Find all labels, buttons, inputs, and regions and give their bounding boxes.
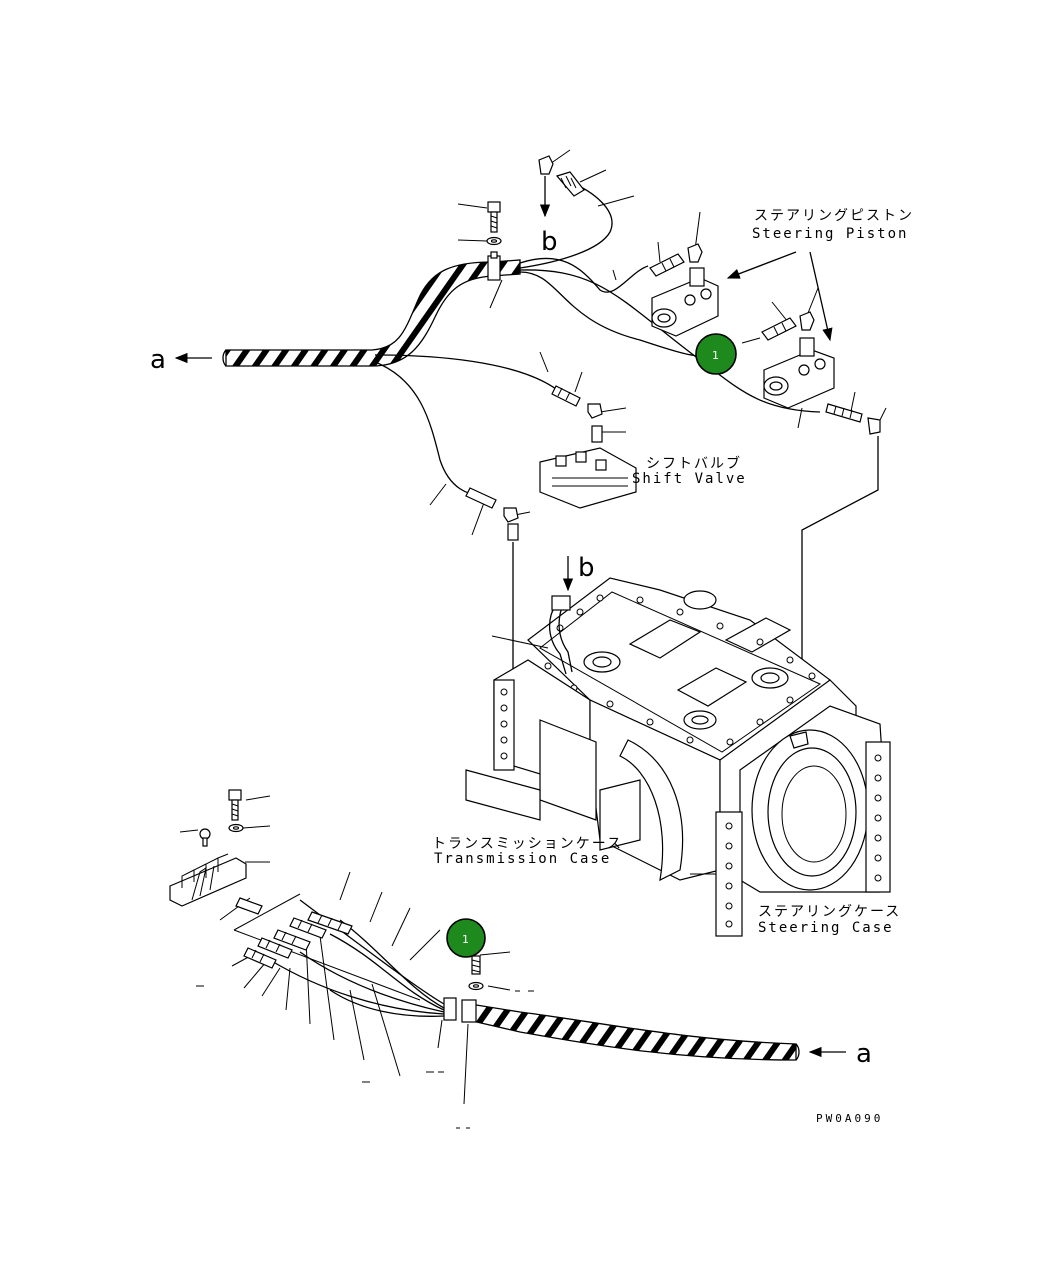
svg-text:1: 1 <box>462 933 469 946</box>
pointer-arrow <box>809 251 833 342</box>
shift-valve-label-en: Shift Valve <box>632 471 747 487</box>
callout-1-lower[interactable]: 1 <box>446 918 486 958</box>
steering-piston-lower-icon <box>763 337 835 409</box>
adapter-icon <box>507 523 519 541</box>
hose-fitting-icon <box>243 947 277 969</box>
washer-icon <box>486 236 502 246</box>
ref-a-left: a <box>150 345 166 375</box>
hose-fitting-icon <box>555 171 585 197</box>
tube-line <box>801 436 879 730</box>
bolt-icon <box>487 201 501 233</box>
elbow-fitting-icon <box>503 507 519 523</box>
washer-icon <box>468 981 484 991</box>
hose-fitting-icon <box>465 487 497 509</box>
hose-fitting-icon <box>761 317 797 341</box>
steering-piston-label-en: Steering Piston <box>752 226 908 242</box>
washer-icon <box>228 823 244 833</box>
transmission-case-label-en: Transmission Case <box>434 851 611 867</box>
steering-case-label-jp: ステアリングケース <box>758 904 901 920</box>
steering-piston-label-jp: ステアリングピストン <box>754 208 914 224</box>
steering-piston-upper-icon <box>651 267 719 337</box>
bolt-icon <box>228 789 242 821</box>
elbow-fitting-icon <box>538 155 554 175</box>
adapter-icon <box>591 425 603 443</box>
upper-wire-harness <box>222 149 887 536</box>
steering-case-label-en: Steering Case <box>758 920 894 936</box>
hose-fitting-icon <box>273 929 311 951</box>
screw-icon <box>199 828 211 847</box>
svg-text:1: 1 <box>712 349 719 362</box>
drawing-code: PW0A090 <box>816 1112 883 1125</box>
ref-b-top: b <box>541 227 558 257</box>
hose-fitting-icon <box>289 917 327 939</box>
bolt-icon <box>471 955 481 975</box>
shift-valve-icon <box>539 447 637 509</box>
ref-a-right: a <box>856 1039 872 1069</box>
terminal-block-icon <box>169 853 247 907</box>
elbow-fitting-icon <box>867 417 881 435</box>
elbow-fitting-icon <box>799 311 815 331</box>
elbow-fitting-icon <box>587 403 603 419</box>
hose-fitting-icon <box>551 385 581 407</box>
pointer-arrow <box>726 251 797 279</box>
hose-fitting-icon <box>649 253 685 277</box>
shift-valve-label-jp: シフトバルブ <box>646 455 742 472</box>
hose-fitting-icon <box>825 403 863 423</box>
hose-fitting-icon <box>257 937 293 959</box>
hose-fitting-icon <box>307 911 353 935</box>
hose-fitting-icon <box>235 897 263 915</box>
steering-case-icon <box>715 705 891 937</box>
callout-1-upper[interactable]: 1 <box>695 333 737 375</box>
transmission-case-label-jp: トランスミッションケース <box>432 836 623 852</box>
elbow-fitting-icon <box>687 243 703 263</box>
ref-b-mid: b <box>578 553 595 583</box>
